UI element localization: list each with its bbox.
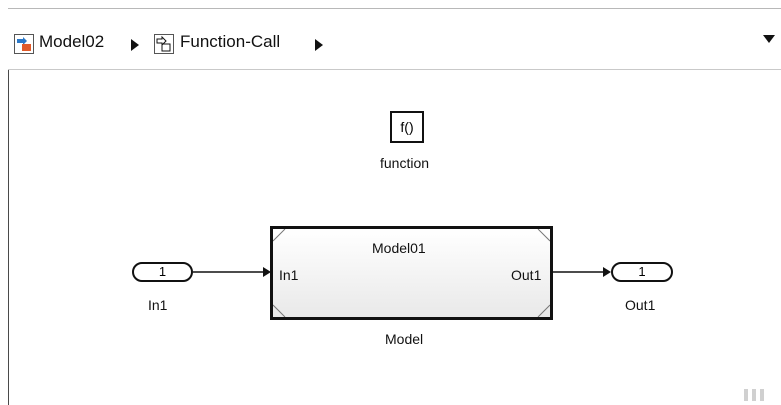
chevron-down-icon[interactable] — [763, 35, 775, 43]
chevron-right-icon — [131, 39, 139, 51]
breadcrumb-item-model02[interactable]: Model02 — [39, 32, 105, 51]
canvas-left-border — [8, 70, 9, 405]
resize-grip[interactable] — [752, 389, 756, 401]
model-block-label: Model — [385, 331, 424, 347]
model-icon[interactable] — [14, 34, 34, 54]
function-block[interactable]: f() — [390, 111, 424, 143]
breadcrumb-item-function-call[interactable]: Function-Call — [180, 32, 281, 51]
function-block-text: f() — [400, 119, 414, 135]
chevron-right-icon[interactable] — [315, 39, 323, 51]
model-block-corners — [273, 229, 550, 317]
model-block-title: Model01 — [372, 240, 426, 256]
inport-label: In1 — [148, 297, 168, 313]
outport-label: Out1 — [625, 297, 656, 313]
model-block-output-port: Out1 — [511, 267, 542, 283]
breadcrumb: Model02 Function-Call — [8, 9, 781, 70]
inport-block[interactable]: 1 — [132, 262, 193, 282]
arrowhead-icon — [263, 267, 271, 277]
outport-number: 1 — [638, 264, 646, 279]
inport-number: 1 — [158, 264, 167, 279]
toolbar-divider — [8, 8, 781, 9]
function-block-label: function — [380, 155, 430, 171]
resize-grip[interactable] — [760, 389, 764, 401]
outport-block[interactable]: 1 — [611, 262, 673, 282]
arrowhead-icon — [603, 267, 611, 277]
model-block[interactable]: Model01 In1 Out1 — [270, 226, 553, 320]
resize-grip[interactable] — [744, 389, 748, 401]
subsystem-icon[interactable] — [154, 34, 174, 54]
model-block-input-port: In1 — [279, 267, 299, 283]
